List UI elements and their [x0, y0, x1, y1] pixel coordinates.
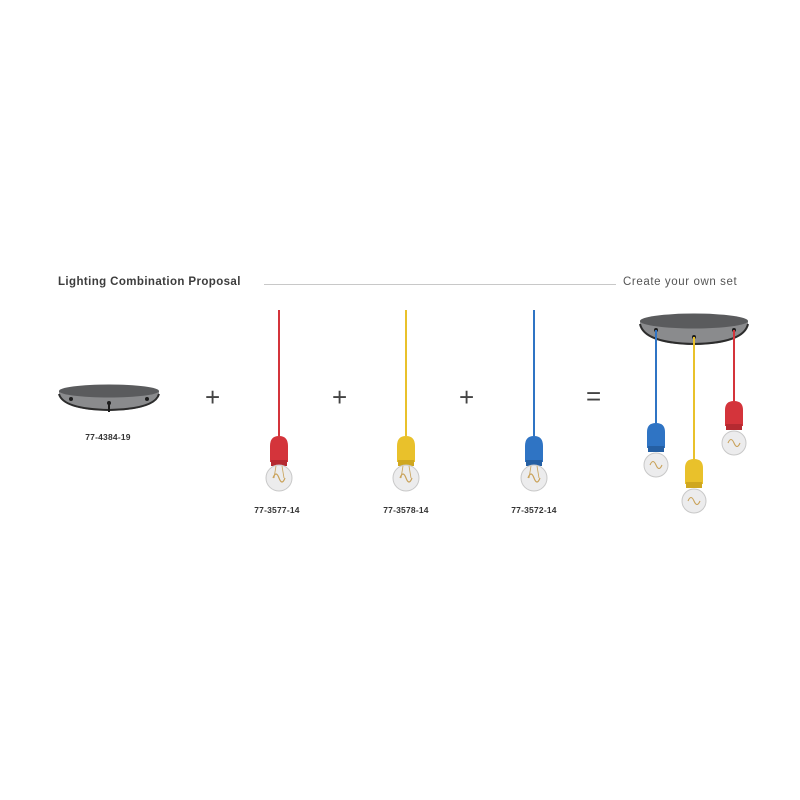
pendant-blue-image [520, 310, 548, 492]
product-code-canopy: 77-4384-19 [85, 432, 131, 442]
canopy-image [58, 384, 160, 412]
header-divider [264, 284, 616, 285]
equals-operator: = [586, 381, 602, 411]
combined-set-image [639, 313, 749, 514]
product-code-blue: 77-3572-14 [511, 505, 557, 515]
pendant-red-image [265, 310, 293, 492]
section-tagline: Create your own set [623, 276, 738, 288]
section-title: Lighting Combination Proposal [58, 276, 241, 288]
product-code-yellow: 77-3578-14 [383, 505, 429, 515]
plus-operator-3: + [459, 382, 475, 412]
pendant-yellow-image [392, 310, 420, 492]
plus-operator-2: + [332, 382, 348, 412]
plus-operator-1: + [205, 382, 221, 412]
product-code-red: 77-3577-14 [254, 505, 300, 515]
